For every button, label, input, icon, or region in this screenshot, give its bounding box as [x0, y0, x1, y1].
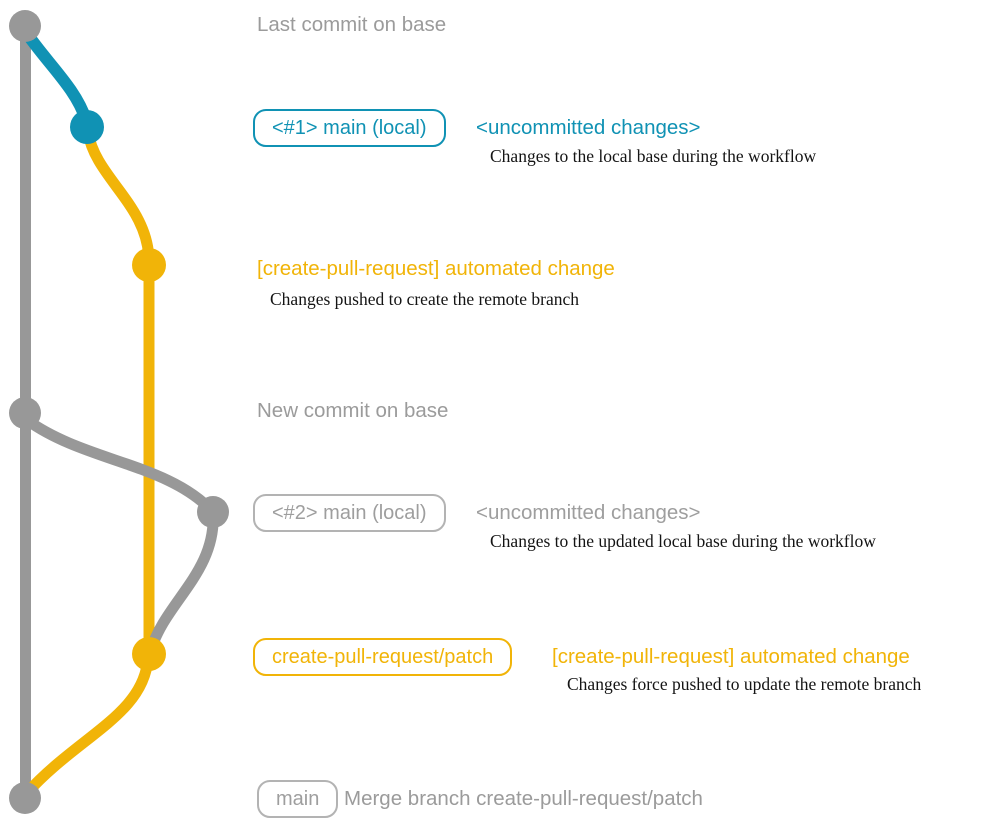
commit-dot-main-local-2 — [197, 496, 229, 528]
merge-curve — [20, 652, 154, 800]
local-main-branch-curve — [20, 26, 92, 126]
branch-tag-main-local-1: <#1> main (local) — [253, 109, 446, 147]
last-commit-on-base-label: Last commit on base — [257, 13, 447, 36]
update-local-main-curve — [21, 414, 219, 518]
commit-dot-last-base — [9, 10, 41, 42]
branch-tag-main-local-2: <#2> main (local) — [253, 494, 446, 532]
commit-dot-new-base — [9, 397, 41, 429]
commit-dot-merge — [9, 782, 41, 814]
note-updated-local-base-changes: Changes to the updated local base during… — [490, 531, 876, 551]
commit-dot-cpr-1 — [132, 248, 166, 282]
note-pushed-create-branch: Changes pushed to create the remote bran… — [270, 289, 580, 309]
cpr-commit-message-2: [create-pull-request] automated change — [552, 645, 910, 668]
note-local-base-changes: Changes to the local base during the wor… — [490, 146, 817, 166]
cpr-branch-line — [82, 126, 155, 656]
branch-tag-main: main — [257, 780, 339, 818]
rebase-curve — [145, 506, 219, 656]
commit-dot-cpr-2 — [132, 637, 166, 671]
new-commit-on-base-label: New commit on base — [257, 399, 449, 422]
cpr-commit-message-1: [create-pull-request] automated change — [257, 257, 615, 280]
uncommitted-changes-2: <uncommitted changes> — [476, 501, 701, 524]
merge-commit-message: Merge branch create-pull-request/patch — [344, 787, 703, 810]
uncommitted-changes-1: <uncommitted changes> — [476, 116, 701, 139]
commit-dot-main-local-1 — [70, 110, 104, 144]
branch-tag-cpr-patch: create-pull-request/patch — [253, 638, 513, 676]
note-force-pushed-update-branch: Changes force pushed to update the remot… — [567, 674, 922, 694]
